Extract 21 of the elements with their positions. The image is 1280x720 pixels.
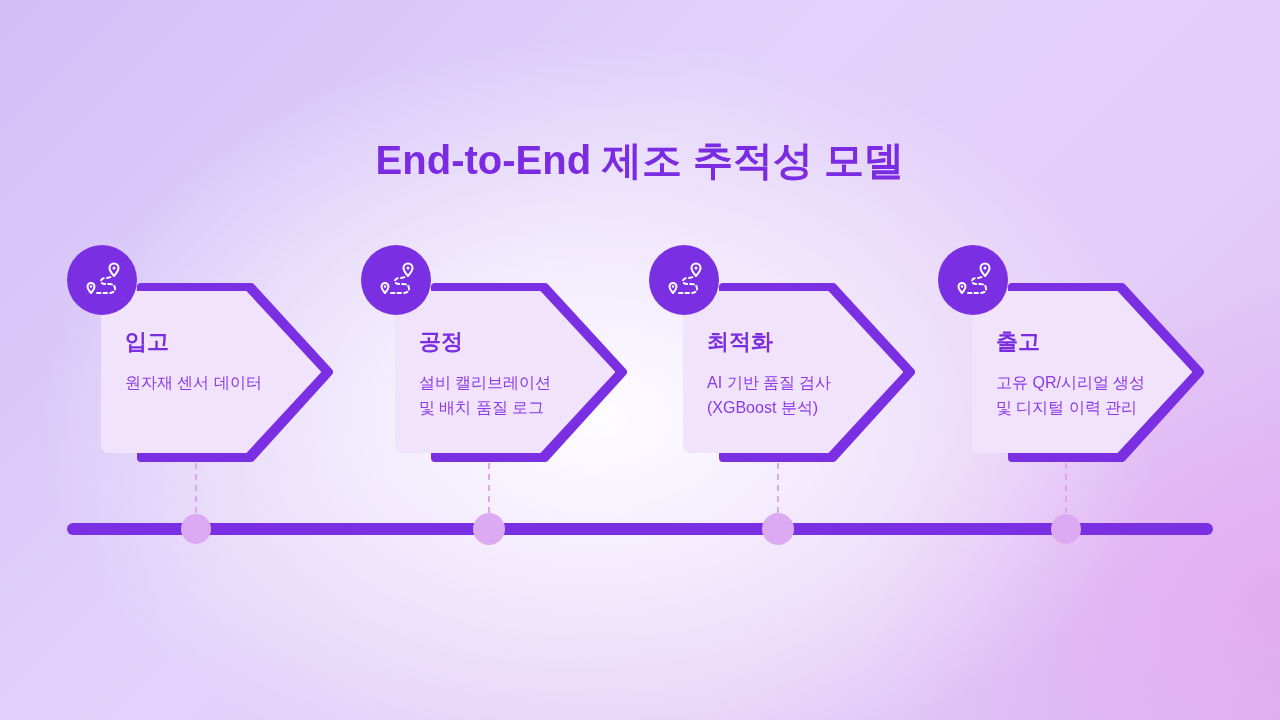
step-title: 출고: [996, 328, 1040, 356]
dashed-leader-line: [777, 462, 779, 514]
timeline-dot: [473, 513, 505, 545]
step-description: 설비 캘리브레이션 및 배치 품질 로그: [419, 373, 553, 418]
arrow-step-card: [973, 282, 1204, 463]
step-description: AI 기반 품질 검사 (XGBoost 분석): [707, 373, 833, 418]
step-title: 최적화: [707, 328, 773, 356]
step-description: 고유 QR/시리얼 생성 및 디지털 이력 관리: [996, 373, 1147, 418]
step-description: 원자재 센서 데이터: [125, 373, 263, 393]
timeline-dot: [1051, 514, 1081, 544]
dashed-leader-line: [195, 462, 197, 515]
step-title: 공정: [419, 328, 463, 356]
arrow-step-card: [102, 282, 333, 463]
dashed-leader-line: [488, 462, 490, 514]
timeline-dot: [762, 513, 794, 545]
dashed-leader-line: [1065, 462, 1067, 515]
diagram-title: End-to-End 제조 추적성 모델: [375, 137, 905, 184]
timeline-dot: [181, 514, 211, 544]
step-title: 입고: [125, 328, 169, 356]
arrow-step-card: [684, 282, 915, 463]
arrow-step-card: [396, 282, 627, 463]
